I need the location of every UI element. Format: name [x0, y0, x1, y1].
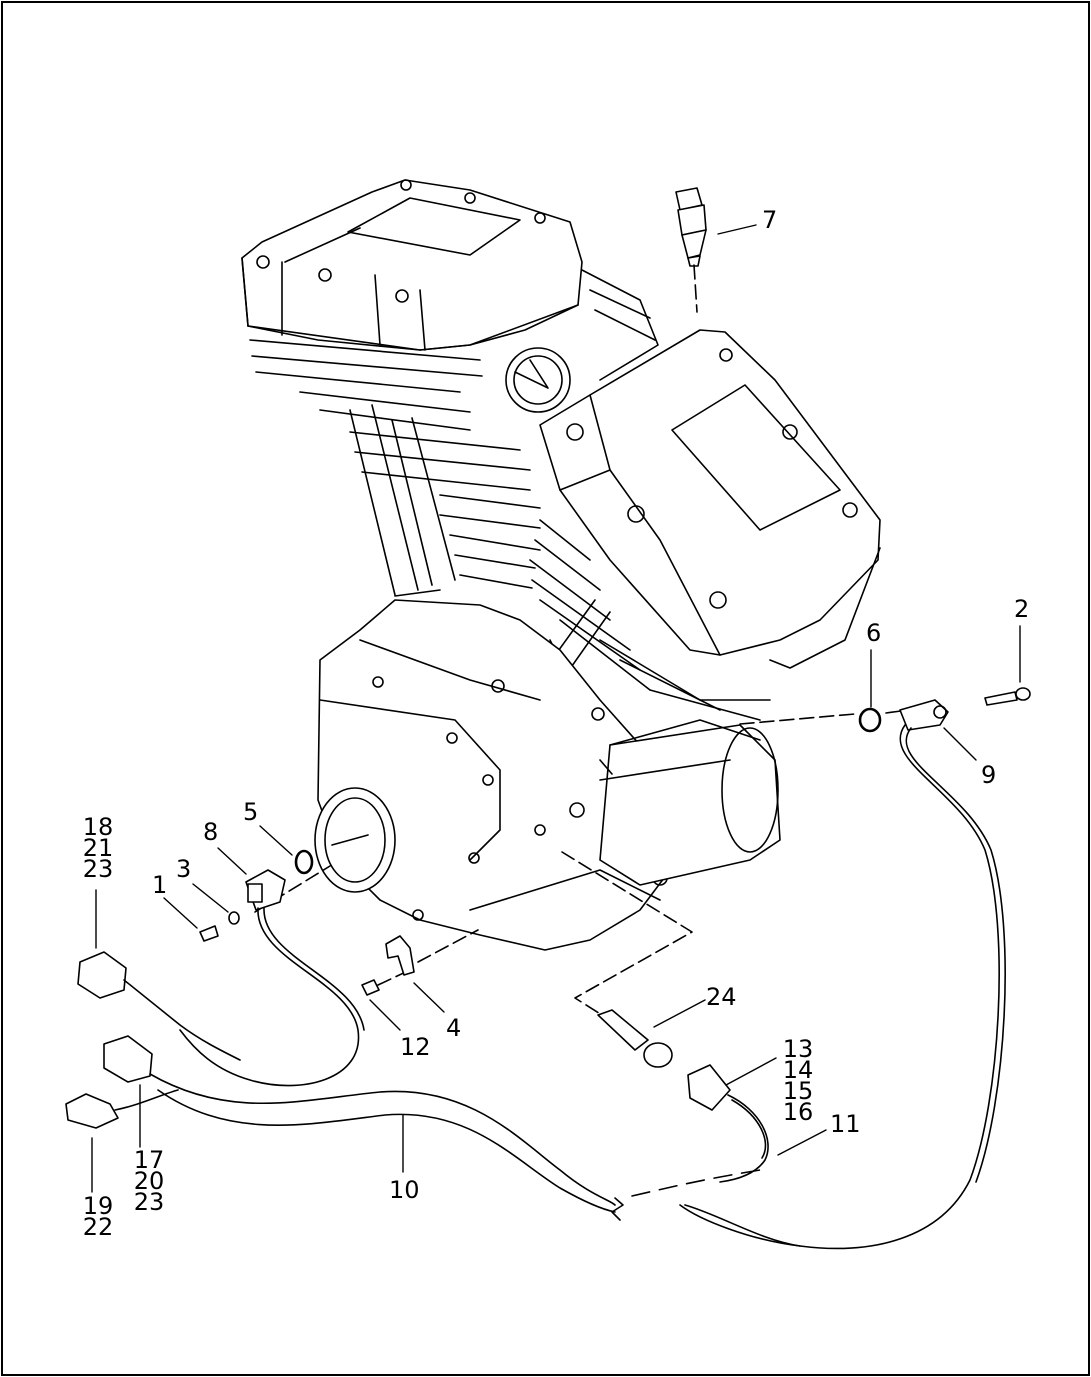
callout-2: 2: [1014, 595, 1030, 623]
part-7-sender: [675, 187, 707, 267]
callout-22: 22: [82, 1213, 114, 1241]
callout-17: 17: [133, 1146, 165, 1174]
part-9-sensor: [679, 699, 1006, 1250]
part-5-o-ring: [294, 849, 314, 875]
intake-port: [505, 347, 571, 413]
part-4-clip: [385, 935, 415, 976]
callout-8: 8: [203, 818, 219, 846]
part-6-o-ring: [858, 707, 882, 733]
callout-11: 11: [830, 1110, 861, 1138]
front-rocker-cover: [539, 329, 881, 669]
callout-15: 15: [782, 1077, 814, 1105]
callout-13: 13: [782, 1035, 814, 1063]
part-1-screw: [199, 925, 219, 942]
callout-14: 14: [782, 1056, 814, 1084]
connector-18: [77, 951, 241, 1061]
part-8-sensor: [179, 869, 365, 1087]
callout-12: 12: [400, 1033, 431, 1061]
callout-3: 3: [176, 855, 192, 883]
part-13-connector: [687, 1064, 769, 1183]
rear-rocker-cover: [241, 179, 583, 351]
callout-16: 16: [782, 1098, 814, 1126]
callout-6: 6: [866, 619, 882, 647]
leader-lines: [91, 224, 1021, 1193]
part-12-screw: [361, 979, 380, 996]
callout-19: 19: [82, 1192, 114, 1220]
starter-motor: [599, 719, 781, 886]
callout-4: 4: [446, 1014, 462, 1042]
connector-19: [65, 1093, 119, 1129]
callout-21: 21: [82, 834, 114, 862]
part-3-washer: [228, 911, 240, 925]
callout-5: 5: [243, 798, 259, 826]
callout-stack-17-20-23: 17 20 23: [129, 1146, 169, 1216]
connector-17: [103, 1035, 153, 1083]
callout-stack-18-21-23: 18 21 23: [78, 813, 118, 883]
crankcase: [314, 599, 671, 951]
callout-24: 24: [706, 983, 737, 1011]
callout-18: 18: [82, 813, 114, 841]
callout-7: 7: [762, 206, 778, 234]
callout-23: 23: [82, 855, 114, 883]
part-2-bolt: [984, 687, 1031, 706]
pushrod-tubes: [349, 404, 456, 597]
callout-23b: 23: [133, 1188, 165, 1216]
callout-10: 10: [389, 1176, 420, 1204]
main-harness-10: [114, 1073, 801, 1247]
callout-stack-19-22: 19 22: [78, 1192, 118, 1241]
callout-1: 1: [152, 871, 168, 899]
callout-stack-13-16: 13 14 15 16: [778, 1035, 818, 1126]
callout-9: 9: [981, 761, 997, 789]
part-24-switch: [597, 1009, 673, 1068]
callout-20: 20: [133, 1167, 165, 1195]
